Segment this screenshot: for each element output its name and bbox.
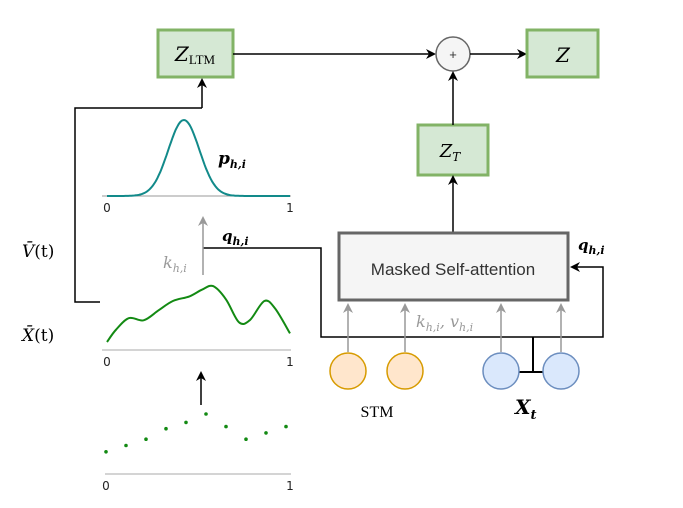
z-output-label: Z (555, 43, 571, 67)
gauss-tick-1: 1 (286, 201, 294, 215)
p-hi-label: ph,i (218, 149, 246, 171)
q-left-bus-line (203, 247, 537, 338)
gauss-tick-0: 0 (103, 201, 111, 215)
sample-point (264, 431, 268, 435)
stm-label: STM (361, 404, 394, 421)
xt-label: Xt (513, 395, 537, 423)
sample-point (164, 426, 168, 431)
sample-point (224, 424, 228, 429)
sample-point (124, 443, 128, 448)
masked-self-attention-label: Masked Self-attention (371, 260, 535, 279)
sample-point (184, 420, 188, 425)
x-bar-t-label: X̄(t) (20, 324, 54, 346)
xt-circle-1 (482, 352, 520, 390)
stm-circle-2 (386, 352, 424, 390)
k-hi-label: kh,i (163, 253, 187, 275)
sample-point (244, 437, 248, 442)
sample-point (144, 437, 148, 442)
xt-circle-2 (542, 352, 580, 390)
z-output-box (525, 28, 600, 79)
q-hi-left-label: qh,i (222, 227, 249, 248)
z-ltm-label: ZLTM (174, 42, 216, 67)
gaussian-density-chart: 0 1 (102, 119, 294, 215)
sum-plus-label: + (449, 47, 457, 62)
samples-tick-1: 1 (286, 479, 294, 493)
continuous-signal-chart: 0 1 (102, 284, 294, 369)
q-right-loop-arrow (537, 262, 604, 338)
discrete-samples-chart: 0 1 (102, 412, 294, 493)
z-t-label: ZT (439, 141, 462, 164)
kv-hi-label: kh,i, vh,i (416, 312, 473, 334)
continuous-signal-curve (106, 284, 291, 343)
v-bar-t-label: V̄(t) (22, 240, 54, 262)
signal-tick-0: 0 (103, 355, 111, 369)
sample-point (204, 412, 208, 416)
z-ltm-box (156, 28, 235, 79)
stm-circle-1 (329, 352, 367, 390)
gaussian-curve (107, 119, 290, 197)
masked-self-attention-box (337, 231, 570, 302)
sample-point (284, 424, 288, 429)
sample-point (104, 450, 108, 454)
v-bar-loop-line (74, 107, 202, 303)
q-hi-right-label: qh,i (578, 236, 605, 257)
samples-tick-0: 0 (102, 479, 110, 493)
signal-tick-1: 1 (286, 355, 294, 369)
